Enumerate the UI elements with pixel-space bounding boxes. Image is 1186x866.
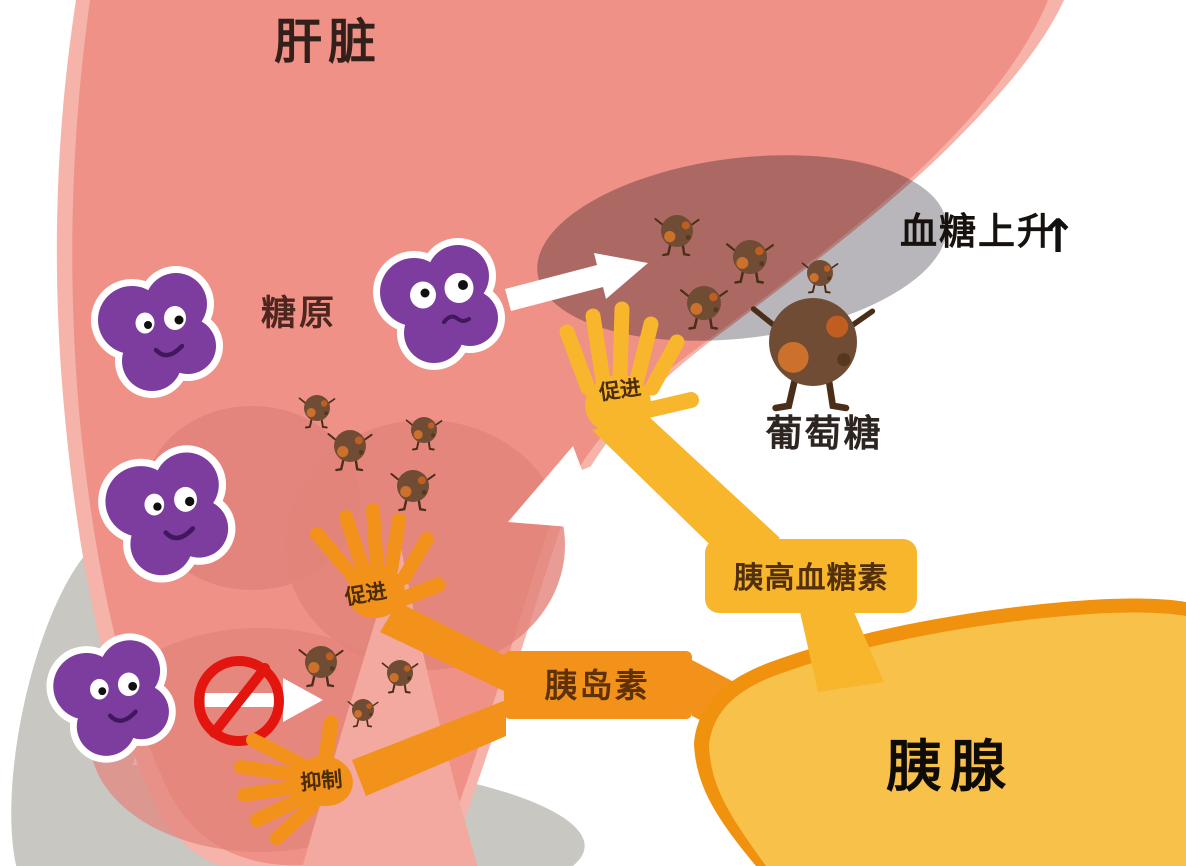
arrow-glycogen-to-glucose [505, 253, 648, 311]
glucagon-stem [800, 612, 884, 692]
insulin-banner [504, 651, 692, 719]
glycogen-label: 糖原 [261, 294, 337, 334]
insulin-hand-inhibit [234, 715, 353, 845]
insulin-label: 胰岛素 [545, 666, 650, 705]
promote-label-glucagon: 促进 [597, 375, 643, 405]
insulin-arm-upper [380, 602, 506, 692]
insulin-hand-promote [310, 503, 446, 619]
rise-arrow-icon: ↑ [1039, 209, 1078, 263]
glucagon-arm [592, 414, 780, 568]
insulin-arm-lower [352, 700, 506, 796]
prohibition-icon [194, 656, 284, 746]
glucose-label: 葡萄糖 [766, 412, 883, 455]
arrow-inhibited [205, 678, 323, 722]
glucagon-banner [705, 539, 917, 613]
blood-sugar-rise-label: 血糖上升 [900, 210, 1056, 253]
glucagon-hand-promote [559, 301, 699, 434]
liver-label: 肝脏 [274, 14, 382, 70]
inhibit-label: 抑制 [299, 767, 343, 795]
pancreas-label: 胰腺 [886, 735, 1014, 800]
glucagon-label: 胰高血糖素 [734, 561, 889, 596]
